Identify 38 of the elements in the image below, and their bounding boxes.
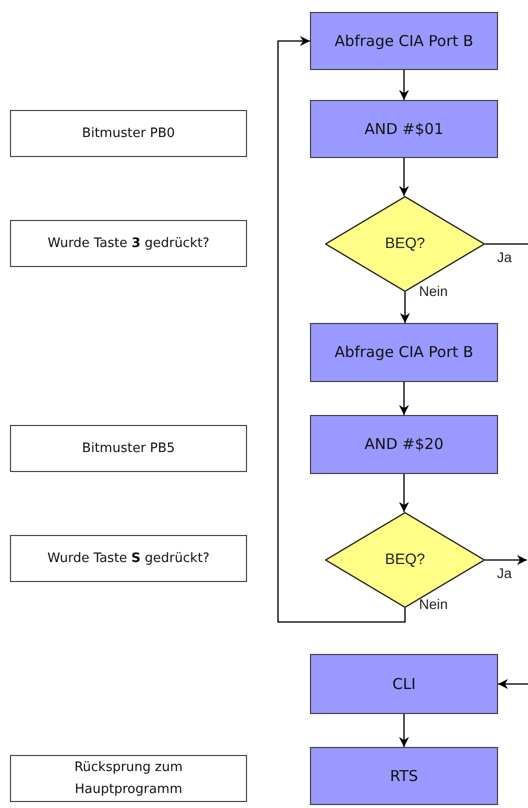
arrow <box>399 158 409 196</box>
node-text: Rücksprung zum Hauptprogramm <box>73 758 184 798</box>
comment-box <box>10 220 247 267</box>
comment-box <box>10 425 247 472</box>
comment-box <box>10 535 247 582</box>
process-box <box>310 323 498 382</box>
arrow <box>498 679 528 689</box>
node-text: AND #$20 <box>364 434 444 456</box>
node-text: CLI <box>392 674 416 695</box>
edge-label: Nein <box>418 284 449 298</box>
process-box <box>310 654 498 714</box>
arrow <box>277 36 406 623</box>
node-text: BEQ? <box>384 550 426 570</box>
node-text: Bitmuster PB5 <box>82 440 175 458</box>
arrow <box>399 382 409 415</box>
comment-box <box>10 755 247 802</box>
process-box <box>310 747 498 805</box>
node-text: Wurde Taste S gedrückt? <box>47 550 210 568</box>
edge-label: Ja <box>496 566 513 580</box>
node-text: Wurde Taste 3 gedrückt? <box>48 234 210 252</box>
process-box <box>310 415 498 474</box>
arrow <box>399 70 409 100</box>
arrow <box>485 555 527 565</box>
edge-label: Ja <box>496 250 513 264</box>
arrow <box>400 292 410 323</box>
decision-diamond <box>325 512 485 608</box>
node-text: Bitmuster PB0 <box>82 124 175 142</box>
arrow <box>399 714 409 747</box>
node-text: Abfrage CIA Port B <box>334 30 474 52</box>
node-text: Abfrage CIA Port B <box>334 342 474 364</box>
node-text: BEQ? <box>384 234 426 254</box>
process-box <box>310 100 498 158</box>
node-text: RTS <box>390 766 418 787</box>
node-text: AND #$01 <box>364 118 444 140</box>
arrow <box>399 474 409 512</box>
comment-box <box>10 110 247 157</box>
edge-label: Nein <box>418 597 449 611</box>
process-box <box>310 12 498 70</box>
